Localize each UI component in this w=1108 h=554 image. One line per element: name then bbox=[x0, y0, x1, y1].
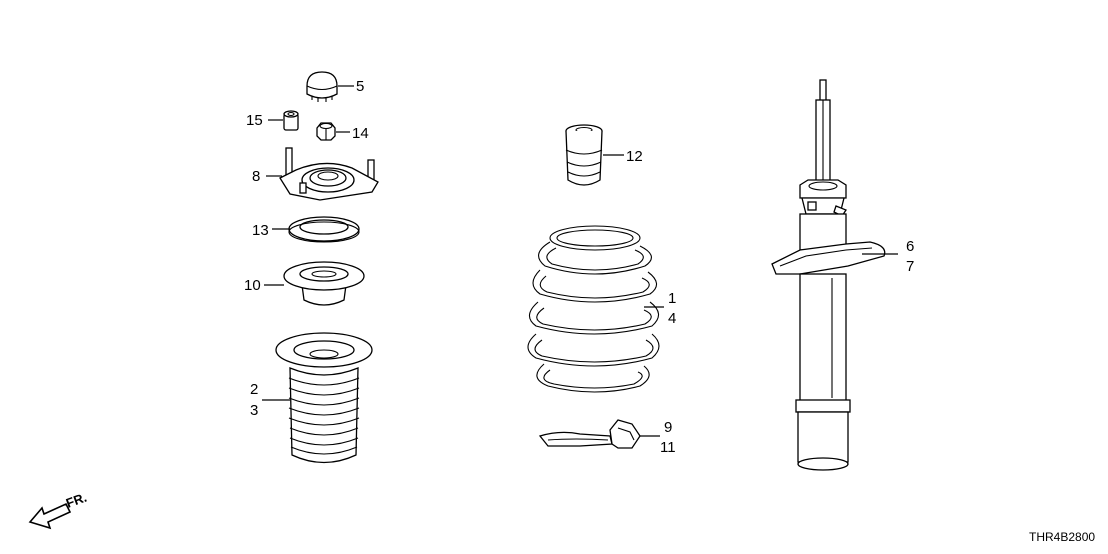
callout-12: 12 bbox=[626, 148, 643, 165]
part-9-11-spring-insulator[interactable] bbox=[538, 419, 641, 449]
part-13-seat-ring[interactable] bbox=[288, 216, 360, 243]
part-1-4-coil-spring[interactable] bbox=[527, 225, 660, 393]
callout-1: 1 bbox=[668, 290, 676, 307]
front-direction-arrow-icon bbox=[28, 502, 72, 530]
callout-15: 15 bbox=[246, 112, 263, 129]
callout-2: 2 bbox=[250, 381, 258, 398]
part-15-collar[interactable] bbox=[283, 110, 299, 131]
part-6-7-shock-absorber[interactable] bbox=[771, 79, 886, 471]
callout-3: 3 bbox=[250, 402, 258, 419]
part-2-3-dust-boot[interactable] bbox=[275, 332, 373, 464]
callout-5: 5 bbox=[356, 78, 364, 95]
callout-10: 10 bbox=[244, 277, 261, 294]
callout-13: 13 bbox=[252, 222, 269, 239]
part-14-nut[interactable] bbox=[316, 122, 336, 141]
front-direction-label: FR. bbox=[64, 490, 89, 511]
callout-9: 9 bbox=[664, 419, 672, 436]
callout-7: 7 bbox=[906, 258, 914, 275]
callout-4: 4 bbox=[668, 310, 676, 327]
callout-8: 8 bbox=[252, 168, 260, 185]
part-5-cap[interactable] bbox=[306, 71, 338, 102]
diagram-code: THR4B2800 bbox=[1029, 530, 1095, 544]
part-10-spring-seat[interactable] bbox=[283, 261, 365, 306]
callout-14: 14 bbox=[352, 125, 369, 142]
part-12-bump-stop[interactable] bbox=[565, 124, 603, 186]
callout-6: 6 bbox=[906, 238, 914, 255]
callout-11: 11 bbox=[660, 439, 676, 456]
part-8-strut-mount[interactable] bbox=[279, 147, 379, 201]
